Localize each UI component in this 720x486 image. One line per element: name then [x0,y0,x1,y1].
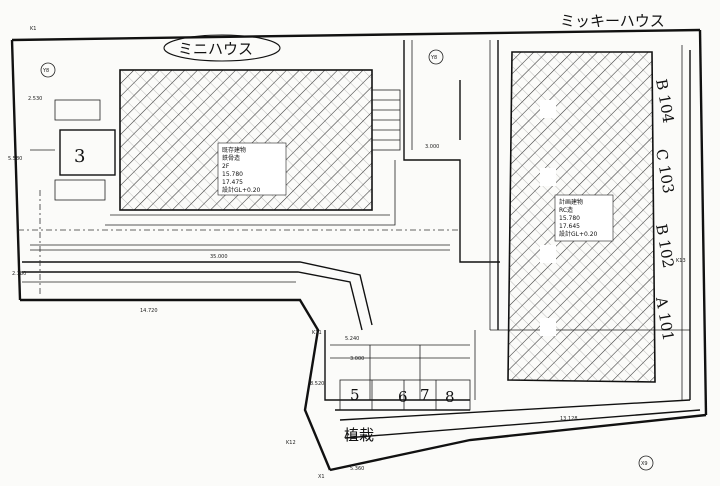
dim-5: 5.240 [345,336,359,342]
site-boundary [10,28,708,472]
bottom-area [339,379,471,411]
grid-k13: K13 [676,258,686,264]
building-right: 計画建物 RC造 15.780 17.645 設計GL+0.20 [507,51,656,383]
building-left: 既存建物 鉄骨造 2F 15.780 17.475 設計GL+0.20 [119,69,373,211]
small-rooms-left [30,99,116,201]
building-left-line4: 15.780 [222,171,243,178]
grid-marks: Y8 Y8 X9 K11 K12 K13 K1 X1 [30,26,686,480]
handwritten-unit-8: 8 [445,388,455,406]
building-right-line2: RC造 [559,206,573,214]
building-left-line1: 既存建物 [222,146,246,154]
building-right-line1: 計画建物 [559,198,583,206]
stairs [371,89,401,151]
building-right-line5: 設計GL+0.20 [559,230,598,238]
grid-x1: X1 [318,474,325,480]
grid-k12: K12 [286,440,296,446]
grid-k11: K11 [312,330,322,336]
dimensions: 5.580 3.000 35.000 14.720 5.240 3.000 13… [8,96,578,472]
handwritten-top-left-title: ミニハウス [178,40,253,58]
dim-7: 13.128 [560,416,578,422]
building-right-line4: 17.645 [559,223,580,230]
dim-2: 3.000 [425,144,439,150]
grid-y8-left: Y8 [42,68,49,74]
grid-k1: K1 [30,26,36,32]
grid-x9: X9 [641,461,648,467]
building-left-line3: 2F [222,163,230,170]
dim-10: 8.520 [310,381,324,387]
handwritten-unit-5: 5 [350,386,360,404]
dim-4: 14.720 [140,308,158,314]
dim-1: 5.580 [8,156,22,162]
handwritten-unit-3: 3 [74,146,85,167]
dim-9: 2.530 [28,96,42,102]
building-left-line6: 設計GL+0.20 [222,186,261,194]
building-left-line2: 鉄骨造 [222,154,240,162]
building-left-line5: 17.475 [222,179,243,186]
handwritten-top-right-title: ミッキーハウス [560,12,665,30]
building-right-line3: 15.780 [559,215,580,222]
handwritten-unit-7: 7 [420,386,430,404]
dim-3: 35.000 [210,254,228,260]
dim-11: 2.380 [12,271,26,277]
dim-8: 5.360 [350,466,364,472]
handwritten-unit-6: 6 [398,388,408,406]
handwritten-planting: 植栽 [344,426,374,444]
grid-y8-mid: Y8 [430,55,437,61]
dim-6: 3.000 [350,356,364,362]
inner-lines [18,40,701,439]
